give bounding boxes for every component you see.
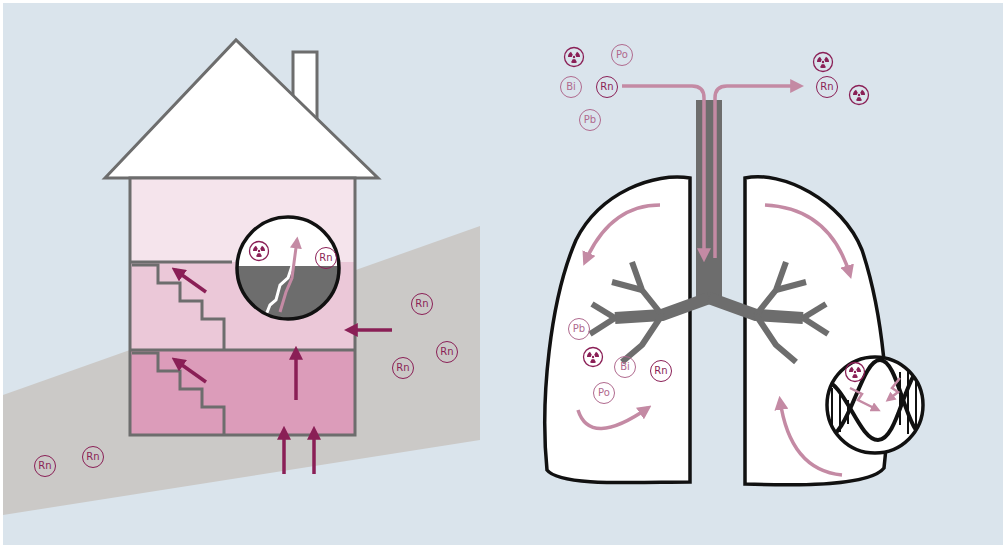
element-badge: Rn	[436, 341, 458, 363]
element-badge: Bi	[614, 356, 636, 378]
element-symbol: Bi	[620, 362, 630, 372]
element-badge: Po	[611, 44, 633, 66]
radioactive-symbols	[565, 48, 869, 367]
element-badge: Rn	[315, 247, 337, 269]
element-symbol: Rn	[600, 82, 613, 92]
element-badge: Rn	[34, 455, 56, 477]
house	[105, 40, 378, 435]
airways	[590, 100, 828, 362]
dna-magnifier	[822, 357, 930, 453]
element-badge: Rn	[816, 76, 838, 98]
element-symbol: Rn	[415, 299, 428, 309]
element-symbol: Rn	[654, 366, 667, 376]
element-symbol: Rn	[86, 452, 99, 462]
element-symbol: Rn	[319, 253, 332, 263]
element-symbol: Rn	[38, 461, 51, 471]
element-badge: Po	[593, 382, 615, 404]
element-symbol: Rn	[440, 347, 453, 357]
element-symbol: Rn	[820, 82, 833, 92]
air-flow	[578, 86, 850, 475]
element-badge: Pb	[579, 109, 601, 131]
element-symbol: Pb	[573, 324, 585, 334]
element-symbol: Po	[598, 388, 610, 398]
element-symbol: Bi	[566, 82, 576, 92]
element-symbol: Pb	[584, 115, 596, 125]
element-symbol: Rn	[396, 363, 409, 373]
background	[3, 3, 1003, 545]
crack-magnifier	[230, 217, 350, 326]
element-badge: Rn	[596, 76, 618, 98]
soil	[3, 226, 480, 515]
element-badge: Bi	[560, 76, 582, 98]
element-badge: Rn	[411, 293, 433, 315]
element-symbol: Po	[616, 50, 628, 60]
element-badge: Rn	[650, 360, 672, 382]
element-badge: Rn	[392, 357, 414, 379]
element-badge: Rn	[82, 446, 104, 468]
element-badge: Pb	[568, 318, 590, 340]
